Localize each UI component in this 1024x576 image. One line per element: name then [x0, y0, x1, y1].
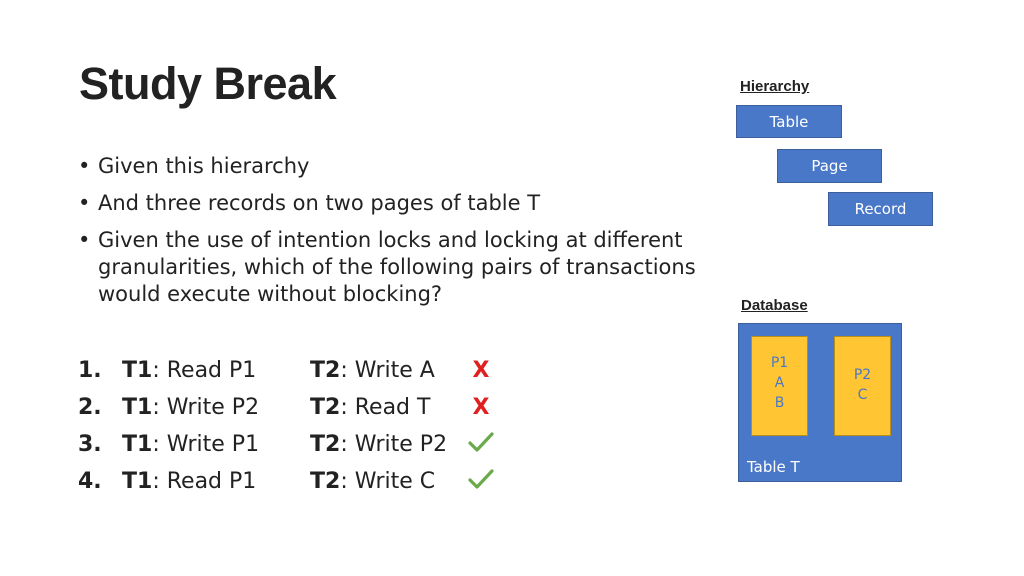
bullet-question: Given the use of intention locks and loc…: [76, 227, 736, 308]
record-a: A: [774, 375, 785, 391]
bullet-list: Given this hierarchy And three records o…: [76, 153, 736, 318]
t1-text: : Read P1: [152, 469, 257, 494]
t2-label: T2: [310, 395, 341, 420]
t1-operation: T1: Write P1: [122, 430, 259, 460]
t2-label: T2: [310, 358, 341, 383]
page-p2-label: P2: [853, 367, 872, 383]
cross-icon: X: [472, 358, 490, 383]
bullet-records: And three records on two pages of table …: [76, 190, 736, 217]
t1-operation: T1: Write P2: [122, 393, 259, 423]
cross-icon: X: [472, 395, 490, 420]
record-c: C: [857, 387, 868, 403]
option-number: 2.: [78, 395, 102, 420]
hierarchy-record-box: Record: [828, 192, 933, 226]
check-icon: [466, 430, 496, 463]
database-label: Database: [741, 297, 808, 314]
t1-text: : Read P1: [152, 358, 257, 383]
t1-label: T1: [122, 469, 153, 494]
t1-label: T1: [122, 395, 153, 420]
t1-label: T1: [122, 358, 153, 383]
t2-text: : Write P2: [340, 432, 448, 457]
table-t-box: P1 A B P2 C Table T: [738, 323, 902, 482]
table-t-label: Table T: [747, 458, 800, 476]
page-p1: P1 A B: [751, 336, 808, 436]
t2-label: T2: [310, 432, 341, 457]
t2-text: : Write C: [340, 469, 436, 494]
t1-label: T1: [122, 432, 153, 457]
t1-text: : Write P1: [152, 432, 260, 457]
check-icon: [466, 467, 496, 500]
t2-operation: T2: Read T: [310, 393, 430, 423]
bullet-hierarchy: Given this hierarchy: [76, 153, 736, 180]
hierarchy-table-box: Table: [736, 105, 842, 138]
t2-operation: T2: Write A: [310, 356, 435, 386]
t1-operation: T1: Read P1: [122, 467, 256, 497]
t2-label: T2: [310, 469, 341, 494]
t1-operation: T1: Read P1: [122, 356, 256, 386]
option-number: 3.: [78, 432, 102, 457]
t2-text: : Read T: [340, 395, 431, 420]
hierarchy-page-box: Page: [777, 149, 882, 183]
page-p2: P2 C: [834, 336, 891, 436]
t2-operation: T2: Write C: [310, 467, 435, 497]
t2-text: : Write A: [340, 358, 435, 383]
option-number: 1.: [78, 358, 102, 383]
t2-operation: T2: Write P2: [310, 430, 447, 460]
t1-text: : Write P2: [152, 395, 260, 420]
hierarchy-label: Hierarchy: [740, 78, 810, 95]
page-p1-label: P1: [770, 355, 789, 371]
option-number: 4.: [78, 469, 102, 494]
slide-title: Study Break: [79, 58, 337, 109]
record-b: B: [774, 395, 785, 411]
